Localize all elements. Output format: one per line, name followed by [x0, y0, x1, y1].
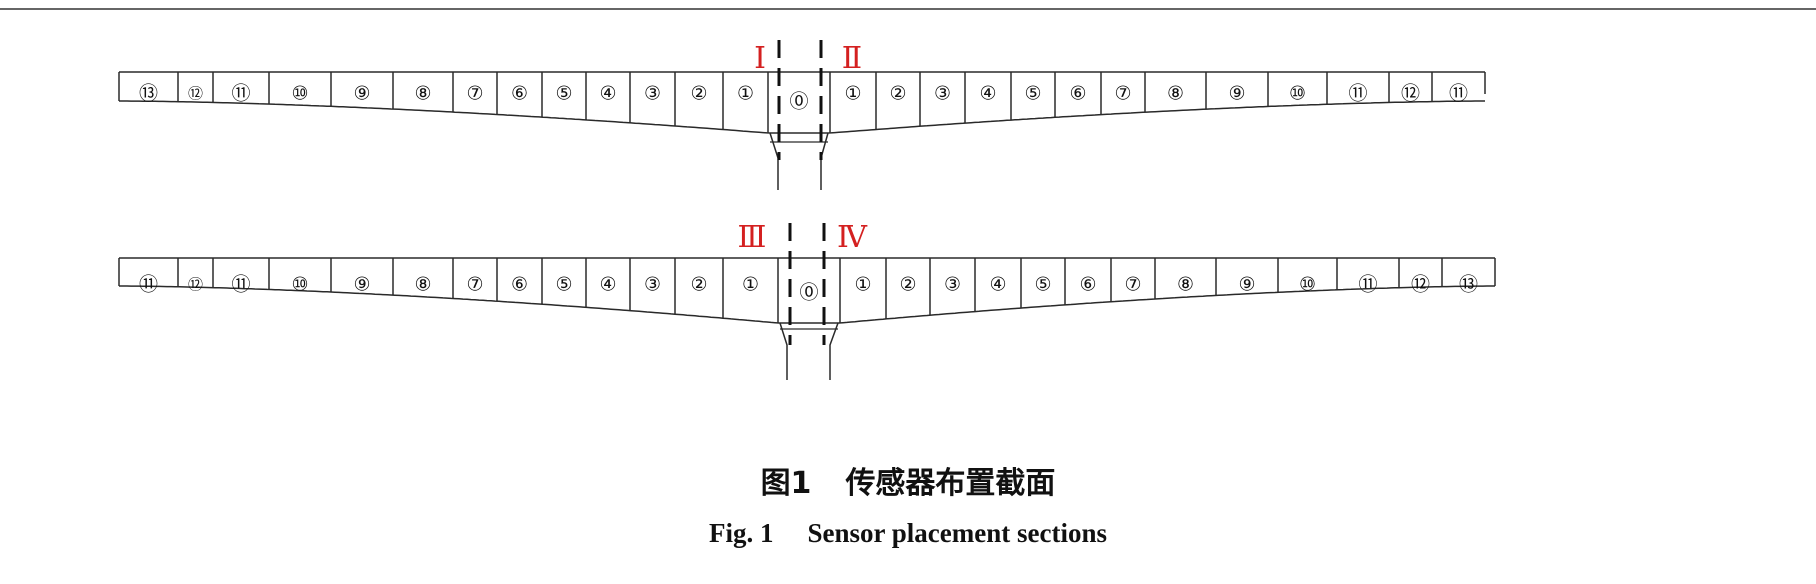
- section-label-left: Ⅰ: [754, 41, 766, 76]
- segment-label: ⑤: [555, 274, 572, 296]
- pier-left-edge: [779, 322, 788, 380]
- segment-label: ⑫: [1411, 274, 1430, 296]
- segment-label: ②: [690, 83, 707, 105]
- segment-label: ⑨: [1228, 83, 1245, 105]
- segment-label: ④: [979, 83, 996, 105]
- top-girder: ⑬ ⑫ ⑪ ⑩ ⑨ ⑧ ⑦ ⑥ ⑤ ④ ③ ② ① ⓪ ① ② ③ ④ ⑤ ⑥ ⑦ ⑧ ⑨ ⑩ ⑪ ⑫ ⑪ Ⅰ Ⅱ: [118, 40, 1486, 190]
- segment-label: ③: [944, 274, 961, 296]
- segment-label: ⑩: [1299, 274, 1316, 296]
- segment-label: ⑥: [511, 274, 528, 296]
- segment-label: ⑥: [1069, 83, 1086, 105]
- bottom-girder: ⑪ ⑫ ⑪ ⑩ ⑨ ⑧ ⑦ ⑥ ⑤ ④ ③ ② ① ⓪ ① ② ③ ④ ⑤ ⑥ ⑦ ⑧ ⑨ ⑩ ⑪ ⑫ ⑬ Ⅲ Ⅳ: [118, 220, 1496, 380]
- segment-label: ②: [899, 274, 916, 296]
- segment-label: ⑪: [1449, 83, 1468, 105]
- segment-label: ④: [599, 83, 616, 105]
- segment-label: ③: [934, 83, 951, 105]
- segment-label: ⑪: [139, 274, 158, 296]
- segment-label: ⑬: [139, 83, 158, 105]
- segment-label: ⑪: [231, 83, 250, 105]
- section-label-right: Ⅳ: [837, 220, 868, 255]
- segment-label: ②: [690, 274, 707, 296]
- segment-label: ⑥: [511, 83, 528, 105]
- segment-label: ⑤: [1024, 83, 1041, 105]
- segment-label: ⑨: [353, 83, 370, 105]
- segment-label: ⑨: [1238, 274, 1255, 296]
- figure-label-zh: 图1: [760, 466, 812, 501]
- segment-label: ⑧: [1177, 274, 1194, 296]
- segment-label: ⑥: [1079, 274, 1096, 296]
- segment-label: ⑬: [1459, 274, 1478, 296]
- caption-english: Fig. 1 Sensor placement sections: [0, 518, 1816, 549]
- segment-label: ⑧: [414, 83, 431, 105]
- segment-label: ⑦: [1114, 83, 1131, 105]
- section-label-right: Ⅱ: [842, 41, 862, 76]
- segment-label: ⑩: [291, 274, 308, 296]
- segment-label: ⑩: [291, 83, 308, 105]
- segment-label: ①: [854, 274, 871, 296]
- segment-label: ⑤: [555, 83, 572, 105]
- segment-label: ⑦: [466, 83, 483, 105]
- segment-label: ⑪: [231, 274, 250, 296]
- sensor-placement-diagram: ⑬ ⑫ ⑪ ⑩ ⑨ ⑧ ⑦ ⑥ ⑤ ④ ③ ② ① ⓪ ① ② ③ ④ ⑤ ⑥ ⑦ ⑧ ⑨ ⑩ ⑪ ⑫ ⑪ Ⅰ Ⅱ ⑪ ⑫ ⑪ ⑩ ⑨ ⑧ ⑦ ⑥ ⑤ ④…: [0, 8, 1816, 380]
- segment-label: ⓪: [799, 282, 818, 304]
- girder-soffit: [119, 285, 1495, 324]
- segment-label: ①: [742, 274, 759, 296]
- figure-title-en: Sensor placement sections: [807, 518, 1107, 548]
- segment-label: ⑫: [188, 276, 203, 294]
- segment-label: ④: [599, 274, 616, 296]
- segment-label: ⑦: [1124, 274, 1141, 296]
- segment-label: ⑧: [414, 274, 431, 296]
- pier-right-edge: [829, 322, 839, 380]
- segment-label: ⓪: [789, 91, 808, 113]
- segment-label: ④: [989, 274, 1006, 296]
- figure-label-en: Fig. 1: [709, 518, 774, 548]
- segment-label: ⑪: [1358, 274, 1377, 296]
- girder-soffit: [119, 100, 1485, 134]
- caption-chinese: 图1 传感器布置截面: [0, 458, 1816, 502]
- segment-label: ③: [644, 274, 661, 296]
- segment-label: ⑧: [1167, 83, 1184, 105]
- segment-label: ②: [889, 83, 906, 105]
- segment-label: ①: [844, 83, 861, 105]
- segment-label: ⑤: [1034, 274, 1051, 296]
- segment-label: ⑫: [188, 85, 203, 103]
- segment-label: ③: [644, 83, 661, 105]
- section-label-left: Ⅲ: [738, 220, 767, 255]
- segment-label: ①: [737, 83, 754, 105]
- segment-label: ⑫: [1401, 83, 1420, 105]
- segment-label: ⑦: [466, 274, 483, 296]
- segment-label: ⑨: [353, 274, 370, 296]
- segment-label: ⑩: [1289, 83, 1306, 105]
- figure-title-zh: 传感器布置截面: [845, 466, 1056, 501]
- segment-label: ⑪: [1348, 83, 1367, 105]
